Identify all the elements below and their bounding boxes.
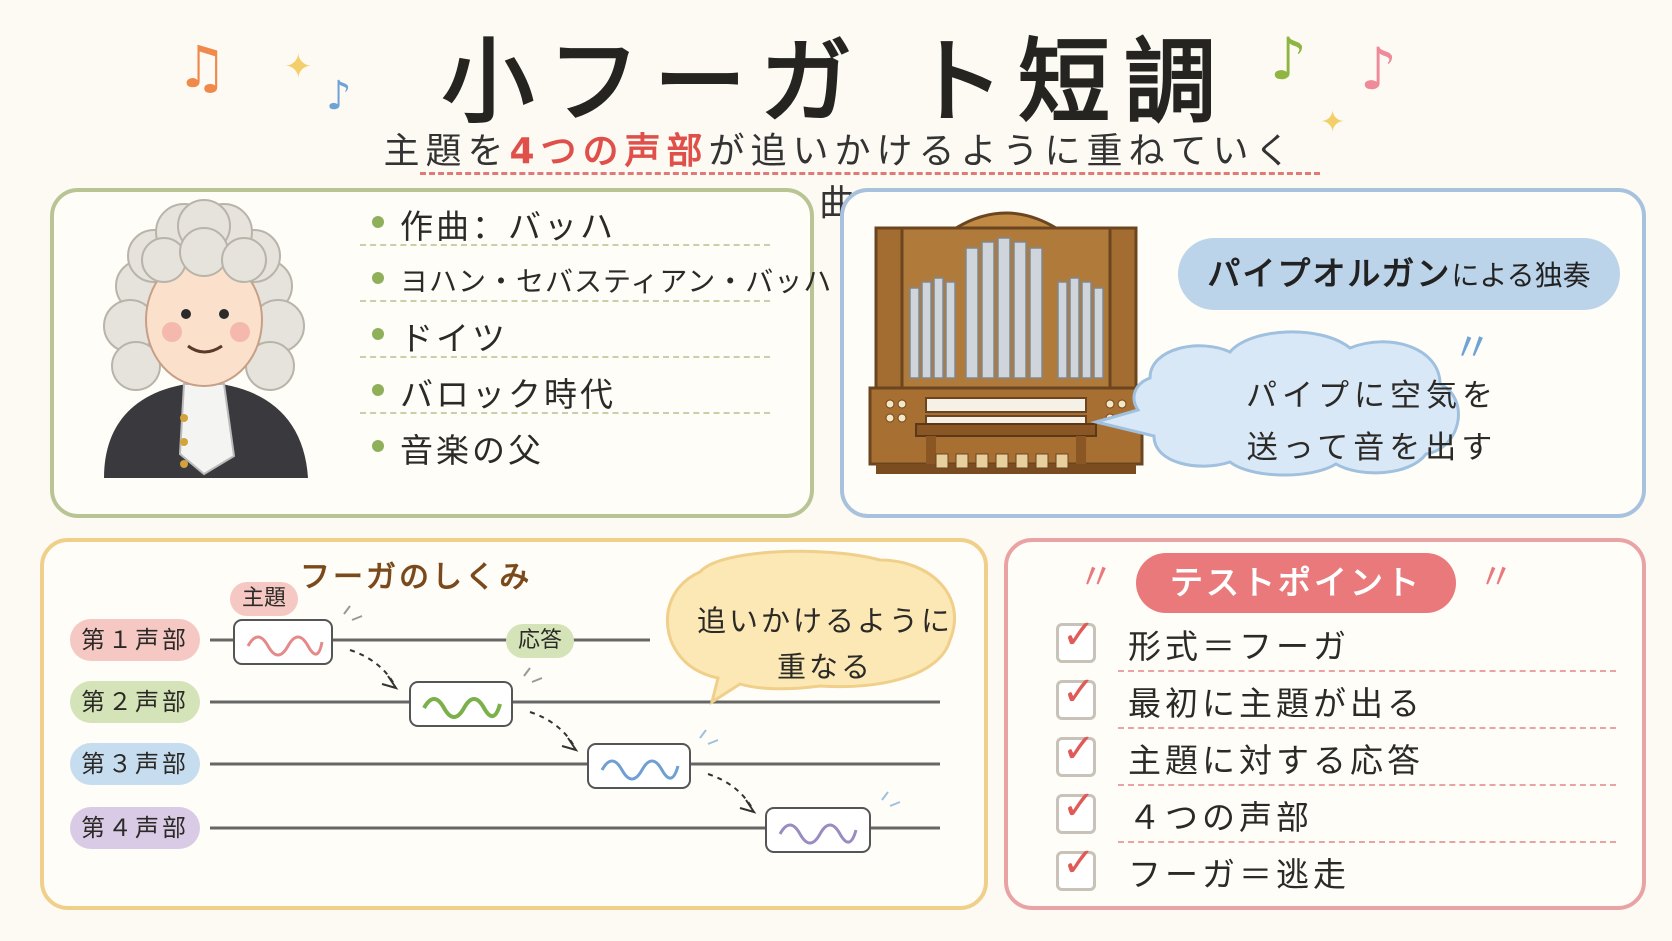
music-note-icon-orange: ♫ xyxy=(176,33,228,101)
music-note-icon-blue: ♪ xyxy=(326,73,352,119)
checkbox[interactable] xyxy=(1056,623,1096,663)
theme-label: 主題 xyxy=(230,582,299,616)
organ-title-pill: パイプオルガンによる独奏 xyxy=(1178,238,1620,310)
answer-label: 応答 xyxy=(506,624,575,658)
page-subtitle: 主題を4つの声部が追いかけるように重ねていく曲 xyxy=(380,122,1300,226)
checkbox[interactable] xyxy=(1056,680,1096,720)
test-points-title: テストポイント xyxy=(1136,553,1456,613)
test-item-1: ✓形式＝フーガ xyxy=(1056,612,1616,674)
music-note-icon-pink: ♪ xyxy=(1360,35,1398,103)
subtitle-part-1: 主題を xyxy=(383,131,510,172)
test-item-4: ✓４つの声部 xyxy=(1056,783,1616,845)
check-icon: ✓ xyxy=(1062,783,1096,829)
voice-1-label: 第１声部 xyxy=(70,619,200,661)
composer-fact-5: 音楽の父 xyxy=(360,420,770,470)
check-icon: ✓ xyxy=(1062,669,1096,715)
checkbox[interactable] xyxy=(1056,794,1096,834)
page-title: 小フーガ ト短調 xyxy=(441,29,1231,136)
subtitle-part-3: が追いかけるように重ねていく曲 xyxy=(708,131,1297,224)
bullet-icon xyxy=(372,328,384,340)
emphasis-lines-icon-left: 〃 xyxy=(1078,557,1115,598)
bullet-icon xyxy=(372,384,384,396)
check-icon: ✓ xyxy=(1062,612,1096,658)
bullet-icon xyxy=(372,440,384,452)
speech-bubble-icon xyxy=(1090,330,1460,477)
emphasis-lines-icon: 〃 xyxy=(1452,325,1492,371)
subtitle-highlight: 4つの声部 xyxy=(509,131,709,172)
checkbox[interactable] xyxy=(1056,851,1096,891)
music-note-icon-green: ♪ xyxy=(1270,25,1308,93)
composer-fact-2: ヨハン・セバスティアン・バッハ xyxy=(360,252,831,302)
emphasis-lines-icon-right: 〃 xyxy=(1478,557,1515,598)
test-item-2: ✓最初に主題が出る xyxy=(1056,669,1616,731)
composer-fact-4: バロック時代 xyxy=(360,364,770,414)
test-item-5: ✓フーガ＝逃走 xyxy=(1056,840,1616,902)
composer-fact-3: ドイツ xyxy=(360,308,770,358)
fugue-bubble-text: 追いかけるように 重なる xyxy=(696,604,953,684)
bullet-icon xyxy=(372,216,384,228)
test-item-3: ✓主題に対する応答 xyxy=(1056,726,1616,788)
check-icon: ✓ xyxy=(1062,840,1096,886)
subtitle-underline xyxy=(420,172,1320,175)
pipe-organ-illustration xyxy=(868,211,1144,474)
voice-2-label: 第２声部 xyxy=(70,681,200,723)
organ-bubble-text: パイプに空気を 送って音を出す xyxy=(1246,378,1498,466)
fugue-title: フーガのしくみ xyxy=(300,560,533,595)
checkbox[interactable] xyxy=(1056,737,1096,777)
bach-portrait-illustration xyxy=(103,199,308,478)
voice-3-label: 第３声部 xyxy=(70,743,200,785)
bullet-icon xyxy=(372,272,384,284)
sparkle-icon-right: ✦ xyxy=(1320,105,1346,140)
sparkle-icon: ✦ xyxy=(284,47,313,87)
check-icon: ✓ xyxy=(1062,726,1096,772)
composer-fact-1: 作曲：バッハ xyxy=(360,196,770,246)
voice-4-label: 第４声部 xyxy=(70,807,200,849)
fugue-diagram xyxy=(210,549,956,853)
